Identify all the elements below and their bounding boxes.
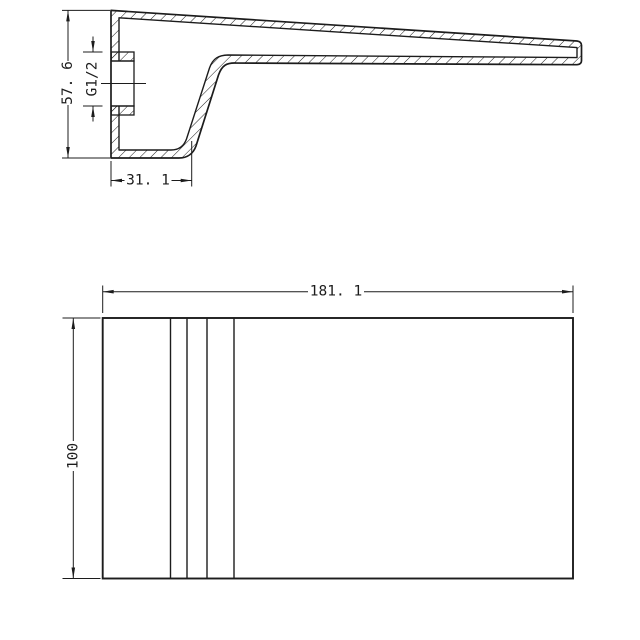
dim-base-depth	[110, 141, 193, 187]
plan-outline	[101, 317, 574, 580]
plan-view: 181. 1 100	[62, 284, 574, 580]
arrow-right-icon	[562, 289, 573, 294]
spout-section-cavity	[118, 17, 578, 151]
dim-inlet-thread	[83, 36, 103, 122]
arrow-left-icon	[111, 178, 122, 183]
dim-side-height-label: 57. 6	[60, 61, 76, 105]
inlet-boss-lower	[110, 105, 135, 116]
dim-body-length-label: 181. 1	[310, 284, 362, 300]
dim-base-depth-label: 31. 1	[126, 173, 170, 189]
dim-body-length	[102, 285, 574, 313]
arrow-left-icon	[102, 289, 114, 294]
dim-body-height-label: 100	[65, 443, 81, 469]
arrow-down-icon	[66, 147, 70, 158]
dim-inlet-thread-label: G1/2	[85, 62, 101, 97]
arrow-up-icon	[91, 106, 95, 117]
arrow-down-icon	[91, 41, 95, 52]
arrow-up-icon	[71, 318, 76, 329]
arrow-right-icon	[180, 178, 192, 183]
arrow-down-icon	[71, 567, 76, 579]
dim-body-height	[62, 317, 101, 579]
section-view: 57. 6 G1/2 31. 1	[60, 9, 583, 189]
dim-side-height	[62, 9, 110, 159]
arrow-up-icon	[66, 10, 70, 22]
inlet-boss-upper	[110, 51, 135, 62]
